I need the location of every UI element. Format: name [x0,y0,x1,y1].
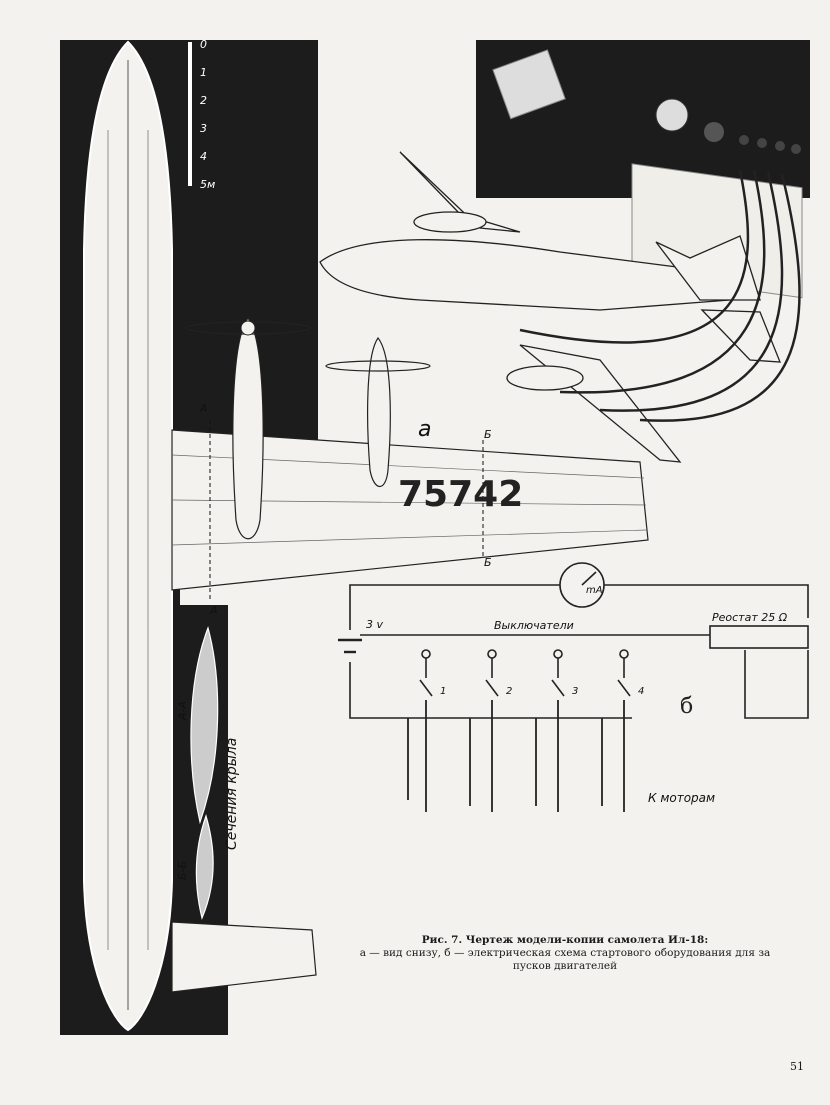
outer-engine [325,337,431,488]
motor-leads [407,700,625,812]
cable [599,171,784,412]
toggle-switch [739,135,749,145]
tailplane [171,921,317,993]
inner-engine [185,316,311,540]
section-bb-profile [195,814,214,920]
scale-tick: 0 [200,38,207,51]
switch-symbols [419,649,631,697]
scale-tick: 1 [200,66,207,79]
view-a-label: а [418,417,431,442]
switch-number: 1 [440,686,446,697]
scale-tick: 5м [200,178,215,191]
milliammeter [559,562,605,608]
caption-line: а — вид снизу, б — электрическая схема с… [359,947,771,959]
circuit-diagram [338,562,809,812]
cable [639,173,801,422]
aircraft-in-flight-sketch [319,151,781,463]
caption-line: пусков двигателей [512,960,618,972]
wing [171,429,649,591]
wing-sections-label: Сечения крыла [224,738,240,850]
switch-number: 4 [638,686,644,697]
wing-line-3 [171,529,647,546]
wing-registration-number: 75742 [398,474,523,515]
to-motors-label: К моторам [648,791,715,805]
caption-title: Рис. 7. Чертеж модели-копии самолета Ил-… [421,934,709,946]
battery-label: 3 v [366,618,383,631]
circuit-top-wire [349,584,560,630]
section-a-top-label: А [199,402,208,415]
switch-number: 3 [572,686,578,697]
scale-tick: 3 [200,122,207,135]
figure-caption: Рис. 7. Чертеж модели-копии самолета Ил-… [330,934,800,973]
scale-tick: 4 [200,150,207,163]
switch-number: 2 [506,686,512,697]
toggle-switch [791,144,801,154]
view-b-label: б [680,694,693,719]
cable [519,169,750,344]
rheostat-box [709,625,809,649]
switches-label: Выключатели [494,619,574,632]
section-bb-label: Б-Б [176,861,189,880]
knob [704,122,724,142]
scale-ticks: 0 1 2 3 4 5м [200,38,215,191]
scale-tick: 2 [200,94,207,107]
cable [559,169,766,394]
battery-pack [492,49,566,120]
toggle-switch [757,138,767,148]
section-b-top-label: Б [484,428,492,441]
section-aa-label: А-А [176,701,189,721]
outer-propeller [325,360,431,372]
circuit-left-wire [349,662,632,719]
rheostat-label: Реостат 25 Ω [712,611,788,624]
milliammeter-label: mA [586,585,603,596]
toggle-switch [775,141,785,151]
meter-dial [655,98,689,132]
section-aa-profile [190,626,219,825]
section-b-bottom-label: Б [484,556,492,569]
section-a-bottom-label: А [209,604,218,617]
page-number: 51 [790,1060,804,1073]
